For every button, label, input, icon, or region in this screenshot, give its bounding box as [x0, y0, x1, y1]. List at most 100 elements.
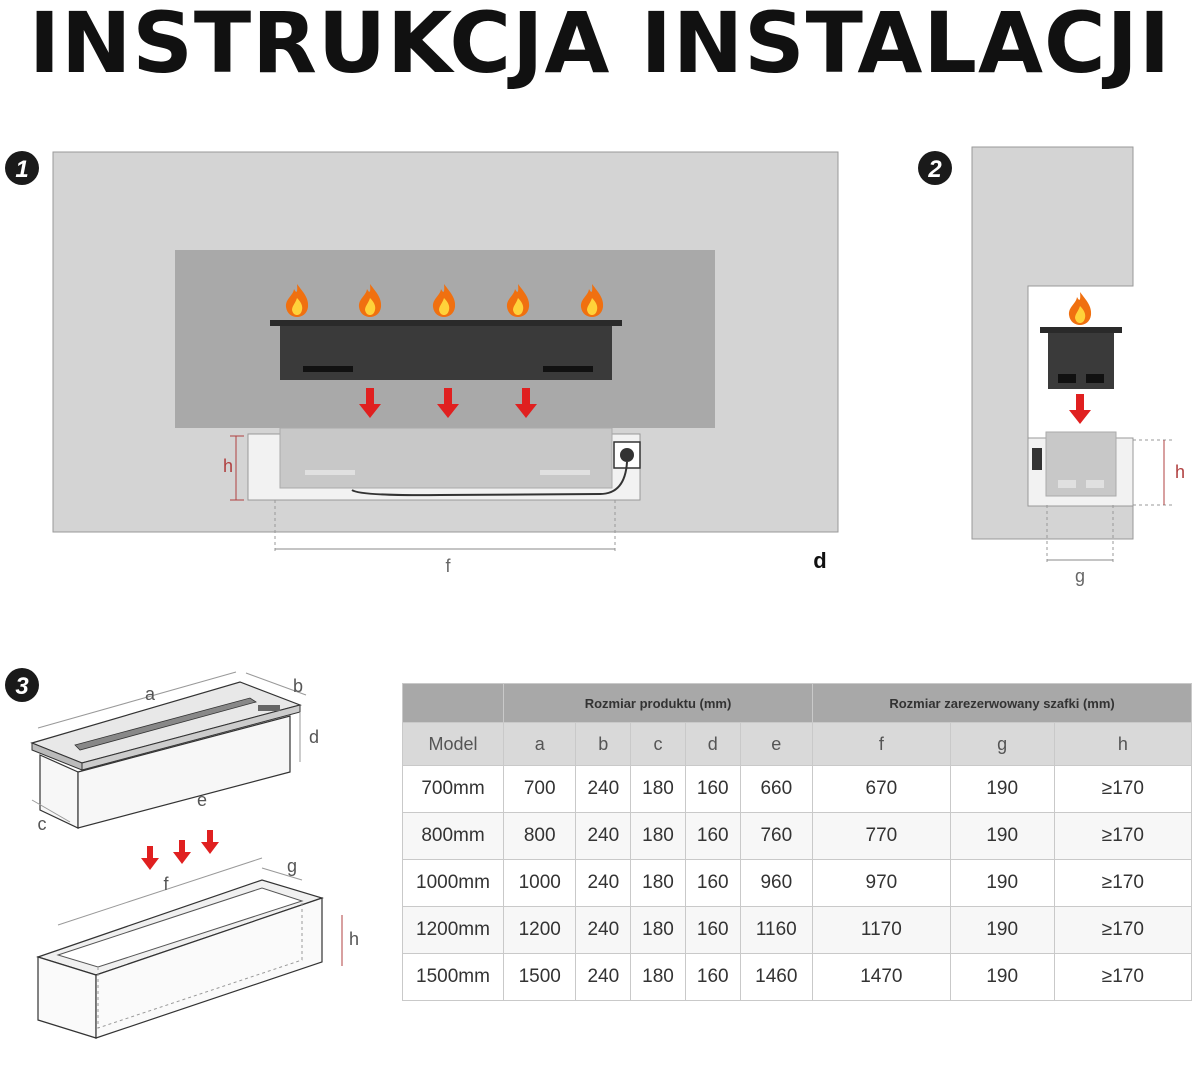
- table-cell: 700: [502, 765, 577, 813]
- table-cell: ≥170: [1053, 859, 1193, 907]
- table-column-header: e: [739, 722, 814, 766]
- dim-d-label: d: [309, 727, 319, 747]
- table-cell: 160: [684, 906, 741, 954]
- table-cell: 1460: [739, 953, 814, 1001]
- table-column-header: g: [949, 722, 1055, 766]
- table-cell: ≥170: [1053, 765, 1193, 813]
- table-cell: 190: [949, 906, 1055, 954]
- table-cell: 160: [684, 859, 741, 907]
- table-cell: ≥170: [1053, 953, 1193, 1001]
- arrow-down-icon: [173, 840, 191, 864]
- table-cell: 1160: [739, 906, 814, 954]
- table-cell: 660: [739, 765, 814, 813]
- table-column-header: c: [630, 722, 686, 766]
- table-cell: 160: [684, 953, 741, 1001]
- table-cell: 960: [739, 859, 814, 907]
- table-cell: 1170: [812, 906, 951, 954]
- step-badge-1: [5, 151, 39, 185]
- table-cell: 160: [684, 765, 741, 813]
- dim-c-label: c: [38, 814, 47, 834]
- table-cell: 180: [630, 906, 686, 954]
- burner-front-iso: [77, 715, 291, 829]
- table-cell: 180: [630, 859, 686, 907]
- dim-h-side-label: h: [1175, 462, 1185, 482]
- dim-h-iso-label: h: [349, 929, 359, 949]
- table-cell: 180: [630, 765, 686, 813]
- table-cell: 800: [502, 812, 577, 860]
- table-cell: 1200: [502, 906, 577, 954]
- step-3-diagram: 3 a b d c e f g h: [5, 668, 359, 1039]
- table-cell: 1200mm: [402, 906, 504, 954]
- table-cell: 970: [812, 859, 951, 907]
- table-cell: ≥170: [1053, 812, 1193, 860]
- table-cell: 1500: [502, 953, 577, 1001]
- dim-f-iso-label: f: [163, 874, 169, 894]
- dim-g-iso-label: g: [287, 856, 297, 876]
- table-cell: 1000mm: [402, 859, 504, 907]
- table-cell: 240: [575, 953, 632, 1001]
- table-column-header: f: [812, 722, 951, 766]
- table-cell: 240: [575, 812, 632, 860]
- dim-g-label: g: [1075, 566, 1085, 586]
- table-column-header: Model: [402, 722, 504, 766]
- table-cell: ≥170: [1053, 906, 1193, 954]
- power-socket-side: [1032, 448, 1042, 470]
- table-cell: 240: [575, 859, 632, 907]
- dim-f-label: f: [445, 556, 451, 576]
- dim-h-label: h: [223, 456, 233, 476]
- table-cell: 190: [949, 812, 1055, 860]
- table-cell: 240: [575, 765, 632, 813]
- arrow-down-icon: [1069, 394, 1091, 424]
- table-cell: 700mm: [402, 765, 504, 813]
- burner-vent-left: [303, 366, 353, 372]
- table-cell: 190: [949, 859, 1055, 907]
- table-column-header: a: [502, 722, 577, 766]
- step-number-2: 2: [927, 156, 942, 183]
- plug-icon: [620, 448, 634, 462]
- label-d: d: [813, 548, 826, 573]
- dim-b-label: b: [293, 676, 303, 696]
- arrow-down-icon: [201, 830, 219, 854]
- table-cell: 190: [949, 765, 1055, 813]
- cabinet-front-iso: [95, 897, 323, 1039]
- table-cell: 670: [812, 765, 951, 813]
- table-cell: 180: [630, 953, 686, 1001]
- burner-in-niche-side: [1045, 431, 1117, 497]
- table-group-cabinet: Rozmiar zarezerwowany szafki (mm): [812, 683, 1192, 723]
- table-column-header: h: [1053, 722, 1193, 766]
- burner-top-plate: [270, 320, 622, 326]
- vent-outline-left: [305, 470, 355, 475]
- table-group-product: Rozmiar produktu (mm): [502, 683, 814, 723]
- burner-vent-right: [543, 366, 593, 372]
- burner-top-plate-side: [1040, 327, 1122, 333]
- table-cell: 760: [739, 812, 814, 860]
- burner-in-niche: [279, 427, 613, 489]
- page-title: INSTRUKCJA INSTALACJI: [28, 0, 1172, 92]
- step-number-3: 3: [15, 673, 29, 700]
- table-cell: 190: [949, 953, 1055, 1001]
- burner-body-side: [1048, 333, 1114, 389]
- burner-slot-iso: [74, 697, 257, 751]
- cabinet-opening-iso: [56, 887, 304, 968]
- table-cell: 240: [575, 906, 632, 954]
- power-cable: [351, 461, 628, 497]
- table-cell: 1000: [502, 859, 577, 907]
- step-badge-2: [918, 151, 952, 185]
- specification-table: Rozmiar produktu (mm) Rozmiar zarezerwow…: [402, 683, 1193, 1001]
- table-cell: 1470: [812, 953, 951, 1001]
- table-column-header: b: [575, 722, 632, 766]
- dim-a-label: a: [145, 684, 156, 704]
- dim-e-label: e: [197, 790, 207, 810]
- step-number-1: 1: [15, 156, 28, 183]
- table-cell: 180: [630, 812, 686, 860]
- step-1-diagram: 1 h f d: [5, 151, 839, 576]
- flame-icon: [1068, 292, 1092, 325]
